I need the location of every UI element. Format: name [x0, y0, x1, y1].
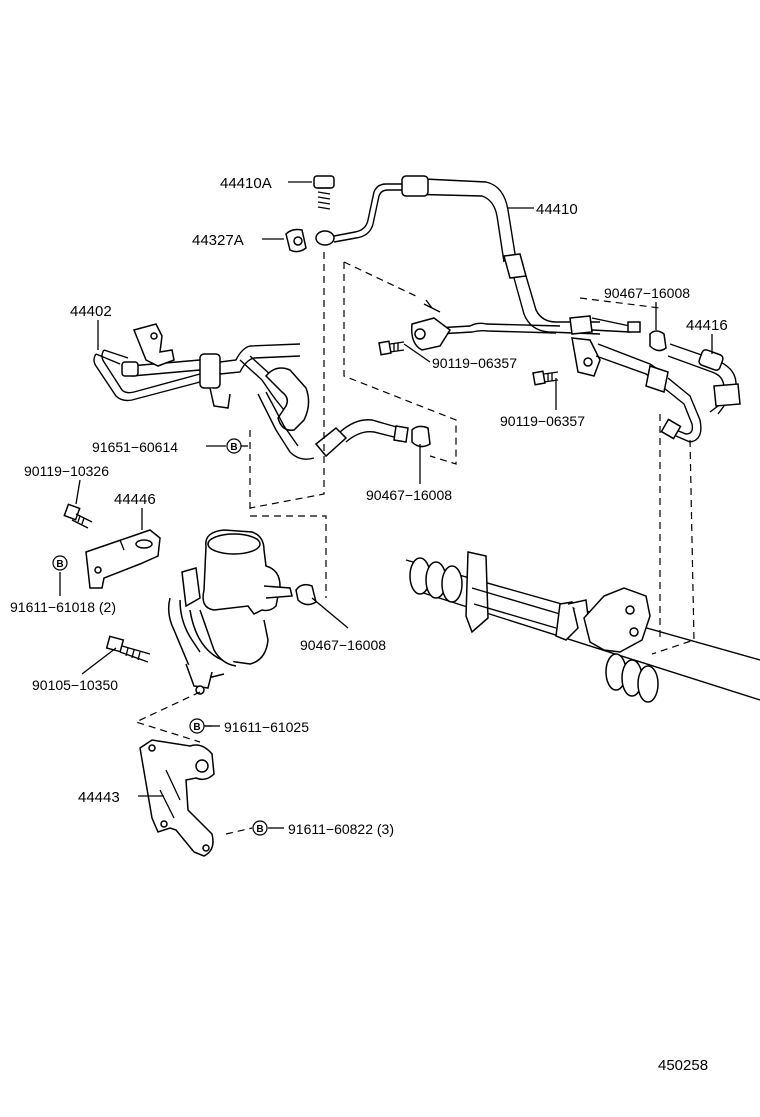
callout-44416: 44416 [686, 317, 728, 334]
callout-91651-60614: 91651−60614 [92, 439, 178, 455]
power-steering-pump [167, 529, 317, 695]
pressure-hose-44410 [285, 175, 741, 443]
bracket-44443 [139, 739, 215, 857]
callout-44327A: 44327A [192, 232, 244, 249]
hose-clip-low [295, 583, 317, 606]
callout-90105-10350: 90105−10350 [32, 677, 118, 693]
tube-assembly-44402 [93, 323, 431, 460]
svg-text:B: B [56, 559, 63, 570]
marker-b-91611-61025: B [189, 718, 205, 734]
svg-text:B: B [256, 824, 263, 835]
callout-44446: 44446 [114, 491, 156, 508]
callout-91611-61025: 91611−61025 [224, 719, 309, 735]
hose-clip-top [649, 330, 667, 352]
callout-44410: 44410 [536, 201, 578, 218]
callout-44443: 44443 [78, 789, 120, 806]
callout-90119-06357-a: 90119−06357 [432, 355, 517, 371]
steering-gear-rack [405, 551, 760, 703]
leader-lines [59, 181, 713, 829]
callout-90467-16008-mid: 90467−16008 [366, 487, 452, 503]
marker-b-91651: B [226, 438, 242, 454]
svg-text:B: B [193, 722, 200, 733]
hose-clip-mid [411, 425, 431, 448]
callout-44410A: 44410A [220, 175, 272, 192]
callout-91611-60822: 91611−60822 (3) [288, 821, 394, 837]
banjo-fitting [315, 230, 335, 246]
union-bolt-44410A [313, 175, 335, 210]
bolt-90119-10326 [63, 503, 93, 529]
bolt-90119-06357-b [532, 370, 559, 386]
return-hose-44416 [667, 343, 741, 415]
callout-90119-10326: 90119−10326 [24, 463, 109, 479]
marker-b-91611-61018: B [52, 555, 68, 571]
assembly-guide-lines [134, 252, 695, 835]
callout-44402: 44402 [70, 303, 112, 320]
figure-number: 450258 [658, 1057, 708, 1074]
callout-91611-61018: 91611−61018 (2) [10, 599, 116, 615]
marker-b-91611-60822: B [252, 820, 268, 836]
svg-text:B: B [230, 442, 237, 453]
bracket-44446 [85, 529, 161, 589]
callout-90119-06357-b: 90119−06357 [500, 413, 585, 429]
gasket-44327A [285, 228, 307, 253]
callout-90467-16008-low: 90467−16008 [300, 637, 386, 653]
bolt-90105-10350 [105, 635, 151, 663]
callout-90467-16008-top: 90467−16008 [604, 285, 690, 301]
bolt-90119-06357-a [378, 340, 405, 356]
